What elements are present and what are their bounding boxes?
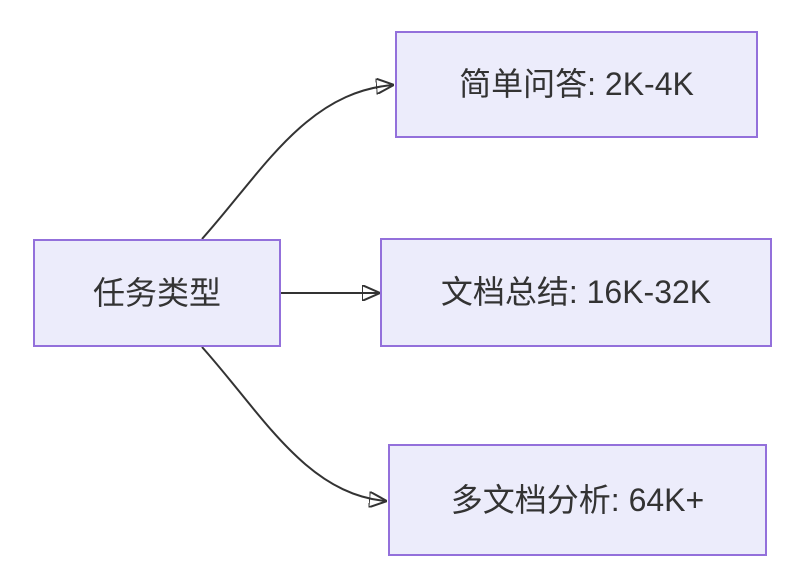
node-task-type: 任务类型 bbox=[33, 239, 281, 347]
node-simple-qa: 简单问答: 2K-4K bbox=[395, 31, 758, 138]
node-task-type-label: 任务类型 bbox=[92, 274, 221, 311]
edge-root-to-multi-doc bbox=[201, 346, 386, 501]
node-doc-summary: 文档总结: 16K-32K bbox=[380, 238, 772, 347]
edge-root-to-simple-qa bbox=[201, 85, 393, 240]
node-doc-summary-label: 文档总结: 16K-32K bbox=[440, 274, 712, 311]
node-multi-doc: 多文档分析: 64K+ bbox=[388, 444, 767, 556]
node-simple-qa-label: 简单问答: 2K-4K bbox=[459, 66, 694, 103]
node-multi-doc-label: 多文档分析: 64K+ bbox=[450, 481, 705, 518]
